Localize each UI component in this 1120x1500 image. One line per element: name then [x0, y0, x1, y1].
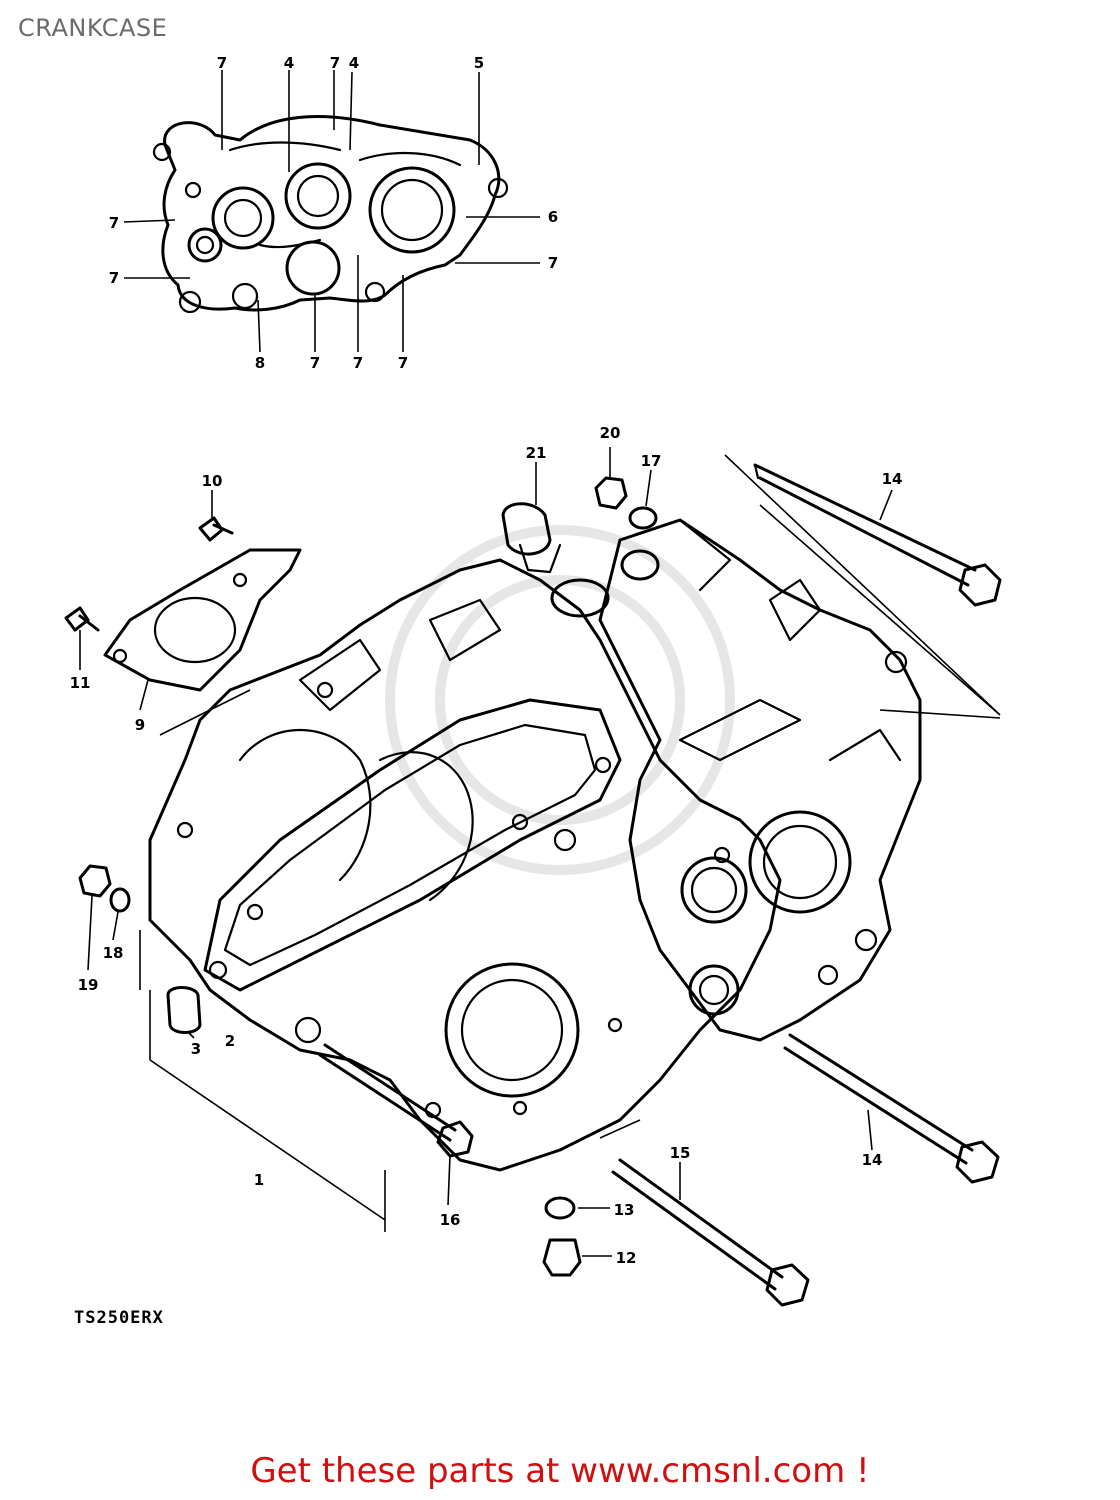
callout-2: 2	[225, 1032, 235, 1050]
callout-9: 9	[135, 716, 145, 734]
callout-12: 12	[616, 1249, 637, 1267]
callout-17: 17	[641, 452, 662, 470]
callout-7: 7	[109, 269, 119, 287]
callout-15: 15	[670, 1144, 691, 1162]
callout-10: 10	[202, 472, 223, 490]
callout-13: 13	[614, 1201, 635, 1219]
callout-11: 11	[70, 674, 91, 692]
model-code: TS250ERX	[74, 1308, 164, 1328]
callout-16: 16	[440, 1211, 461, 1229]
callout-7: 7	[398, 354, 408, 372]
callout-19: 19	[78, 976, 99, 994]
callout-1: 1	[254, 1171, 264, 1189]
footer-banner: Get these parts at www.cmsnl.com !	[0, 1451, 1120, 1491]
cmsnl-parts-link[interactable]: Get these parts at www.cmsnl.com !	[250, 1451, 870, 1491]
callout-8: 8	[255, 354, 265, 372]
crankcase-assembly	[64, 447, 1002, 1307]
callout-7: 7	[217, 54, 227, 72]
callout-21: 21	[526, 444, 547, 462]
callout-14: 14	[882, 470, 903, 488]
callout-7: 7	[353, 354, 363, 372]
page-title: CRANKCASE	[18, 14, 168, 42]
callout-labels: 7 4 7 4 5 6 7 7 7 8 7 7 7 20 21 17 14 10…	[70, 54, 903, 1267]
callout-14: 14	[862, 1151, 883, 1169]
callout-7: 7	[310, 354, 320, 372]
callout-3: 3	[191, 1040, 201, 1058]
callout-7: 7	[330, 54, 340, 72]
callout-6: 6	[548, 208, 558, 226]
callout-18: 18	[103, 944, 124, 962]
callout-4: 4	[284, 54, 294, 72]
callout-7: 7	[109, 214, 119, 232]
callout-20: 20	[600, 424, 621, 442]
crankcase-inner-view	[123, 70, 540, 353]
callout-7: 7	[548, 254, 558, 272]
callout-4: 4	[349, 54, 359, 72]
callout-5: 5	[474, 54, 484, 72]
